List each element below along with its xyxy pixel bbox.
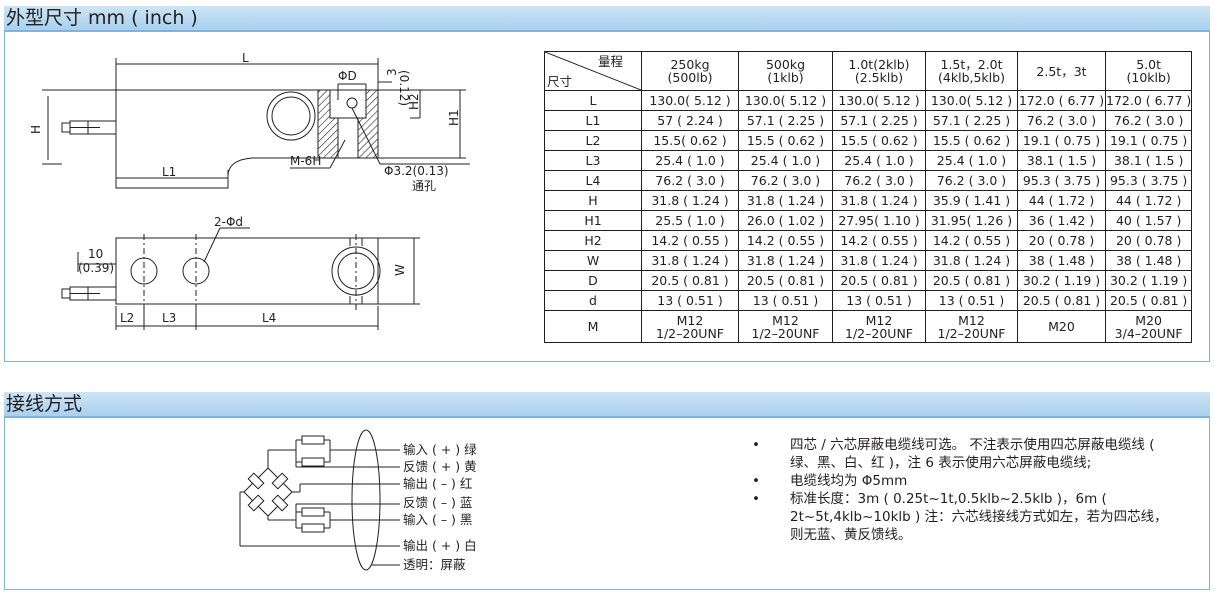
- section-header-wiring: 接线方式: [4, 392, 1210, 417]
- bullet: •: [752, 473, 760, 489]
- notes-list: • 四芯 / 六芯屏蔽电缆线可选。 不注表示使用四芯屏蔽电缆线 ( 绿、黑、白、…: [752, 436, 1170, 544]
- load-hole-side: [266, 91, 316, 141]
- label-L2: L2: [120, 311, 134, 325]
- label-H2: H2: [407, 93, 421, 110]
- col-header: 5.0t(10klb): [1104, 51, 1193, 91]
- cable-shield-ellipse: [351, 429, 381, 571]
- note-item: • 电缆线均为 Φ5mm: [752, 472, 1170, 490]
- note-item: • 标准长度：3m ( 0.25t~1t,0.5klb~2.5klb )，6m …: [752, 490, 1170, 544]
- label-H: H: [29, 125, 43, 134]
- note-text: 四芯 / 六芯屏蔽电缆线可选。 不注表示使用四芯屏蔽电缆线 ( 绿、黑、白、红 …: [790, 437, 1155, 471]
- label-2phid: 2-Φd: [214, 215, 243, 229]
- top-view-body: [115, 237, 379, 305]
- col-header: 2.5t，3t: [1017, 51, 1106, 91]
- wiring-panel: [4, 417, 1210, 590]
- label-hole: Φ3.2(0.13): [384, 164, 449, 178]
- wire-label: 输出 ( + ) 白: [403, 538, 477, 553]
- header-corner-range: 量程: [597, 54, 623, 69]
- label-W: W: [393, 264, 407, 276]
- wire-label: 反馈 ( + ) 黄: [403, 459, 477, 474]
- label-10-inch: (0.39): [78, 261, 114, 275]
- label-L: L: [242, 51, 249, 65]
- section-title-dimensions: 外型尺寸 mm ( inch ): [6, 7, 198, 29]
- header-corner-dimension: 尺寸: [547, 74, 573, 89]
- label-M6H: M-6H: [290, 154, 321, 168]
- wire-label: 输入 ( + ) 绿: [403, 442, 477, 457]
- spec-table: 量程 尺寸 250kg(500lb) 500kg(1klb) 1.0t(2klb…: [544, 51, 1193, 343]
- label-3-inch: (0.12): [397, 70, 411, 106]
- label-through: 通孔: [412, 179, 436, 193]
- section-header-dimensions: 外型尺寸 mm ( inch ): [4, 6, 1210, 31]
- wire-label: 输出 ( – ) 红: [403, 476, 472, 491]
- label-phiD: ΦD: [338, 69, 357, 83]
- col-header: 250kg(500lb): [641, 51, 739, 91]
- col-header: 1.5t，2.0t(4klb,5klb): [925, 51, 1018, 91]
- label-H1: H1: [447, 109, 461, 126]
- label-L1: L1: [162, 165, 176, 179]
- wiring-diagram: 输入 ( + ) 绿 反馈 ( + ) 黄 输出 ( – ) 红 反馈 ( – …: [239, 429, 477, 572]
- label-10: 10: [88, 247, 103, 261]
- bullet: •: [752, 437, 760, 453]
- load-cell-drawing: L H ΦD 3 (0.12) H2 H1 L1 M-6H Φ3.2(0.13)…: [29, 51, 470, 330]
- wire-label: 输入 ( – ) 黑: [403, 512, 472, 527]
- col-header: 1.0t(2klb)(2.5klb): [832, 51, 926, 91]
- label-L4: L4: [262, 311, 276, 325]
- label-3: 3: [385, 68, 399, 76]
- bullet: •: [752, 491, 760, 507]
- note-text: 标准长度：3m ( 0.25t~1t,0.5klb~2.5klb )，6m ( …: [790, 491, 1168, 543]
- header-corner: 量程 尺寸: [544, 51, 642, 91]
- section-title-wiring: 接线方式: [6, 393, 83, 415]
- note-item: • 四芯 / 六芯屏蔽电缆线可选。 不注表示使用四芯屏蔽电缆线 ( 绿、黑、白、…: [752, 436, 1170, 472]
- col-header: 500kg(1klb): [738, 51, 833, 91]
- note-text: 电缆线均为 Φ5mm: [790, 473, 908, 489]
- wire-label: 透明：屏蔽: [403, 557, 466, 572]
- wire-label: 反馈 ( – ) 蓝: [403, 495, 472, 510]
- label-L3: L3: [162, 311, 176, 325]
